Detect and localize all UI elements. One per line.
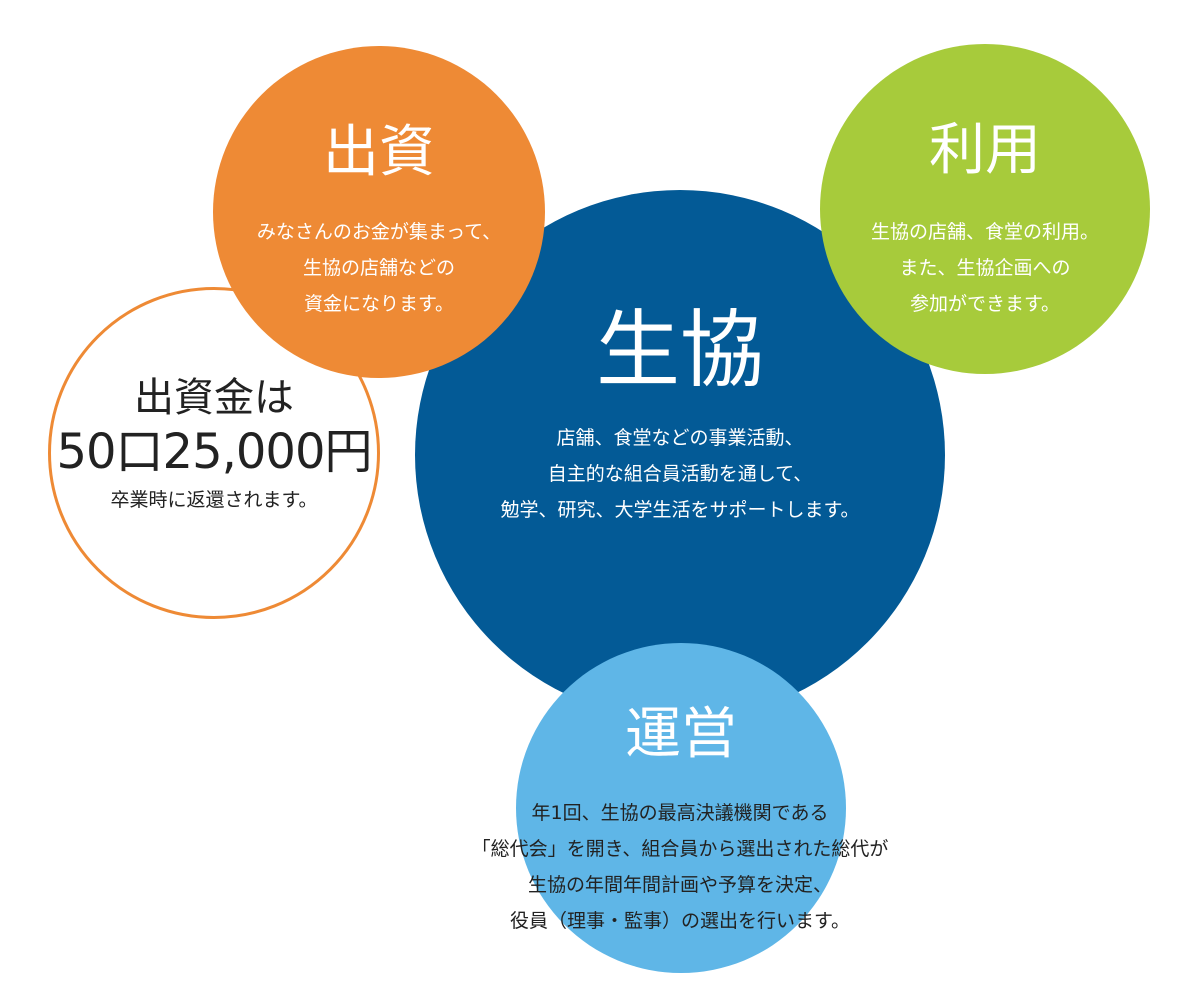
investment-circle <box>213 46 545 378</box>
management-description: 年1回、生協の最高決議機関である 「総代会」を開き、組合員から選出された総代が … <box>380 795 980 939</box>
fee-refund-note: 卒業時に返還されます。 <box>110 489 318 511</box>
usage-line: また、生協企画への <box>899 257 1071 279</box>
fee-heading: 出資金は <box>134 375 294 421</box>
investment-line: 生協の店舗などの <box>302 257 455 279</box>
coop-line: 店舗、食堂などの事業活動、 <box>556 427 804 449</box>
management-line: 年1回、生協の最高決議機関である <box>531 802 829 824</box>
management-line: 「総代会」を開き、組合員から選出された総代が <box>471 838 889 860</box>
investment-description: みなさんのお金が集まって、 生協の店舗などの 資金になります。 <box>213 214 545 322</box>
coop-description: 店舗、食堂などの事業活動、 自主的な組合員活動を通して、 勉学、研究、大学生活を… <box>415 420 945 528</box>
investment-line: みなさんのお金が集まって、 <box>256 221 502 243</box>
fee-amount: 50口25,000円 <box>56 424 372 480</box>
coop-line: 勉学、研究、大学生活をサポートします。 <box>500 499 860 521</box>
usage-line: 参加ができます。 <box>909 293 1061 315</box>
usage-line: 生協の店舗、食堂の利用。 <box>870 221 1099 243</box>
usage-description: 生協の店舗、食堂の利用。 また、生協企画への 参加ができます。 <box>820 214 1150 322</box>
management-line: 生協の年間年間計画や予算を決定、 <box>527 874 832 896</box>
management-line: 役員（理事・監事）の選出を行います。 <box>509 910 851 932</box>
investment-line: 資金になります。 <box>303 293 455 315</box>
management-circle <box>516 643 846 973</box>
coop-title: 生協 <box>595 301 764 399</box>
coop-line: 自主的な組合員活動を通して、 <box>547 463 813 485</box>
investment-title: 出資 <box>323 120 435 185</box>
usage-circle <box>820 44 1150 374</box>
management-title: 運営 <box>625 702 737 767</box>
usage-title: 利用 <box>929 118 1041 183</box>
